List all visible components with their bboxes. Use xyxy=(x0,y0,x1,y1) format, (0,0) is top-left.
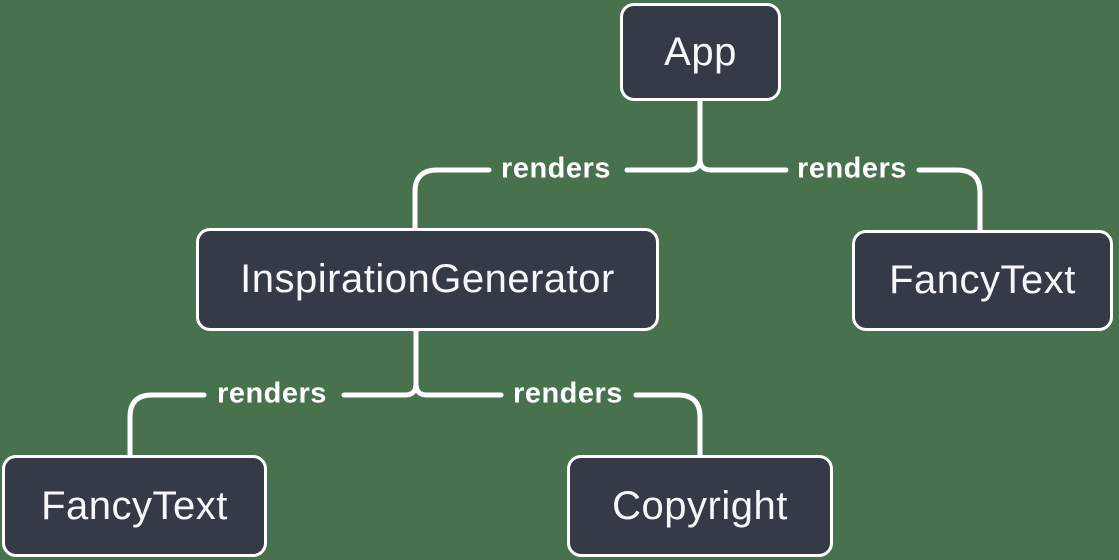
edge-label-renders-app-inspiration: renders xyxy=(501,152,611,185)
edge-label-renders-inspiration-fancytext: renders xyxy=(217,377,327,410)
edge-inspiration-stem-right xyxy=(413,327,504,398)
edge-into-fancy-text-top xyxy=(916,167,983,234)
edge-app-stem-left xyxy=(624,98,703,173)
node-inspiration-generator: InspirationGenerator xyxy=(196,228,659,331)
edge-into-copyright xyxy=(633,392,703,459)
node-copyright: Copyright xyxy=(567,455,833,557)
edge-inspiration-stem-left xyxy=(341,327,419,398)
node-fancy-text-top-label: FancyText xyxy=(889,258,1076,302)
edge-into-inspiration-generator xyxy=(412,167,492,232)
node-app: App xyxy=(620,3,781,101)
edge-label-renders-inspiration-copyright: renders xyxy=(513,377,623,410)
node-fancy-text-bottom: FancyText xyxy=(2,455,267,557)
edge-app-stem-right xyxy=(697,98,789,173)
node-fancy-text-top: FancyText xyxy=(852,230,1113,331)
node-copyright-label: Copyright xyxy=(612,483,788,528)
node-inspiration-generator-label: InspirationGenerator xyxy=(240,257,615,301)
edge-label-renders-app-fancytext: renders xyxy=(797,152,907,185)
node-fancy-text-bottom-label: FancyText xyxy=(41,483,228,528)
node-app-label: App xyxy=(664,29,737,74)
edge-into-fancy-text-bottom xyxy=(127,392,207,459)
